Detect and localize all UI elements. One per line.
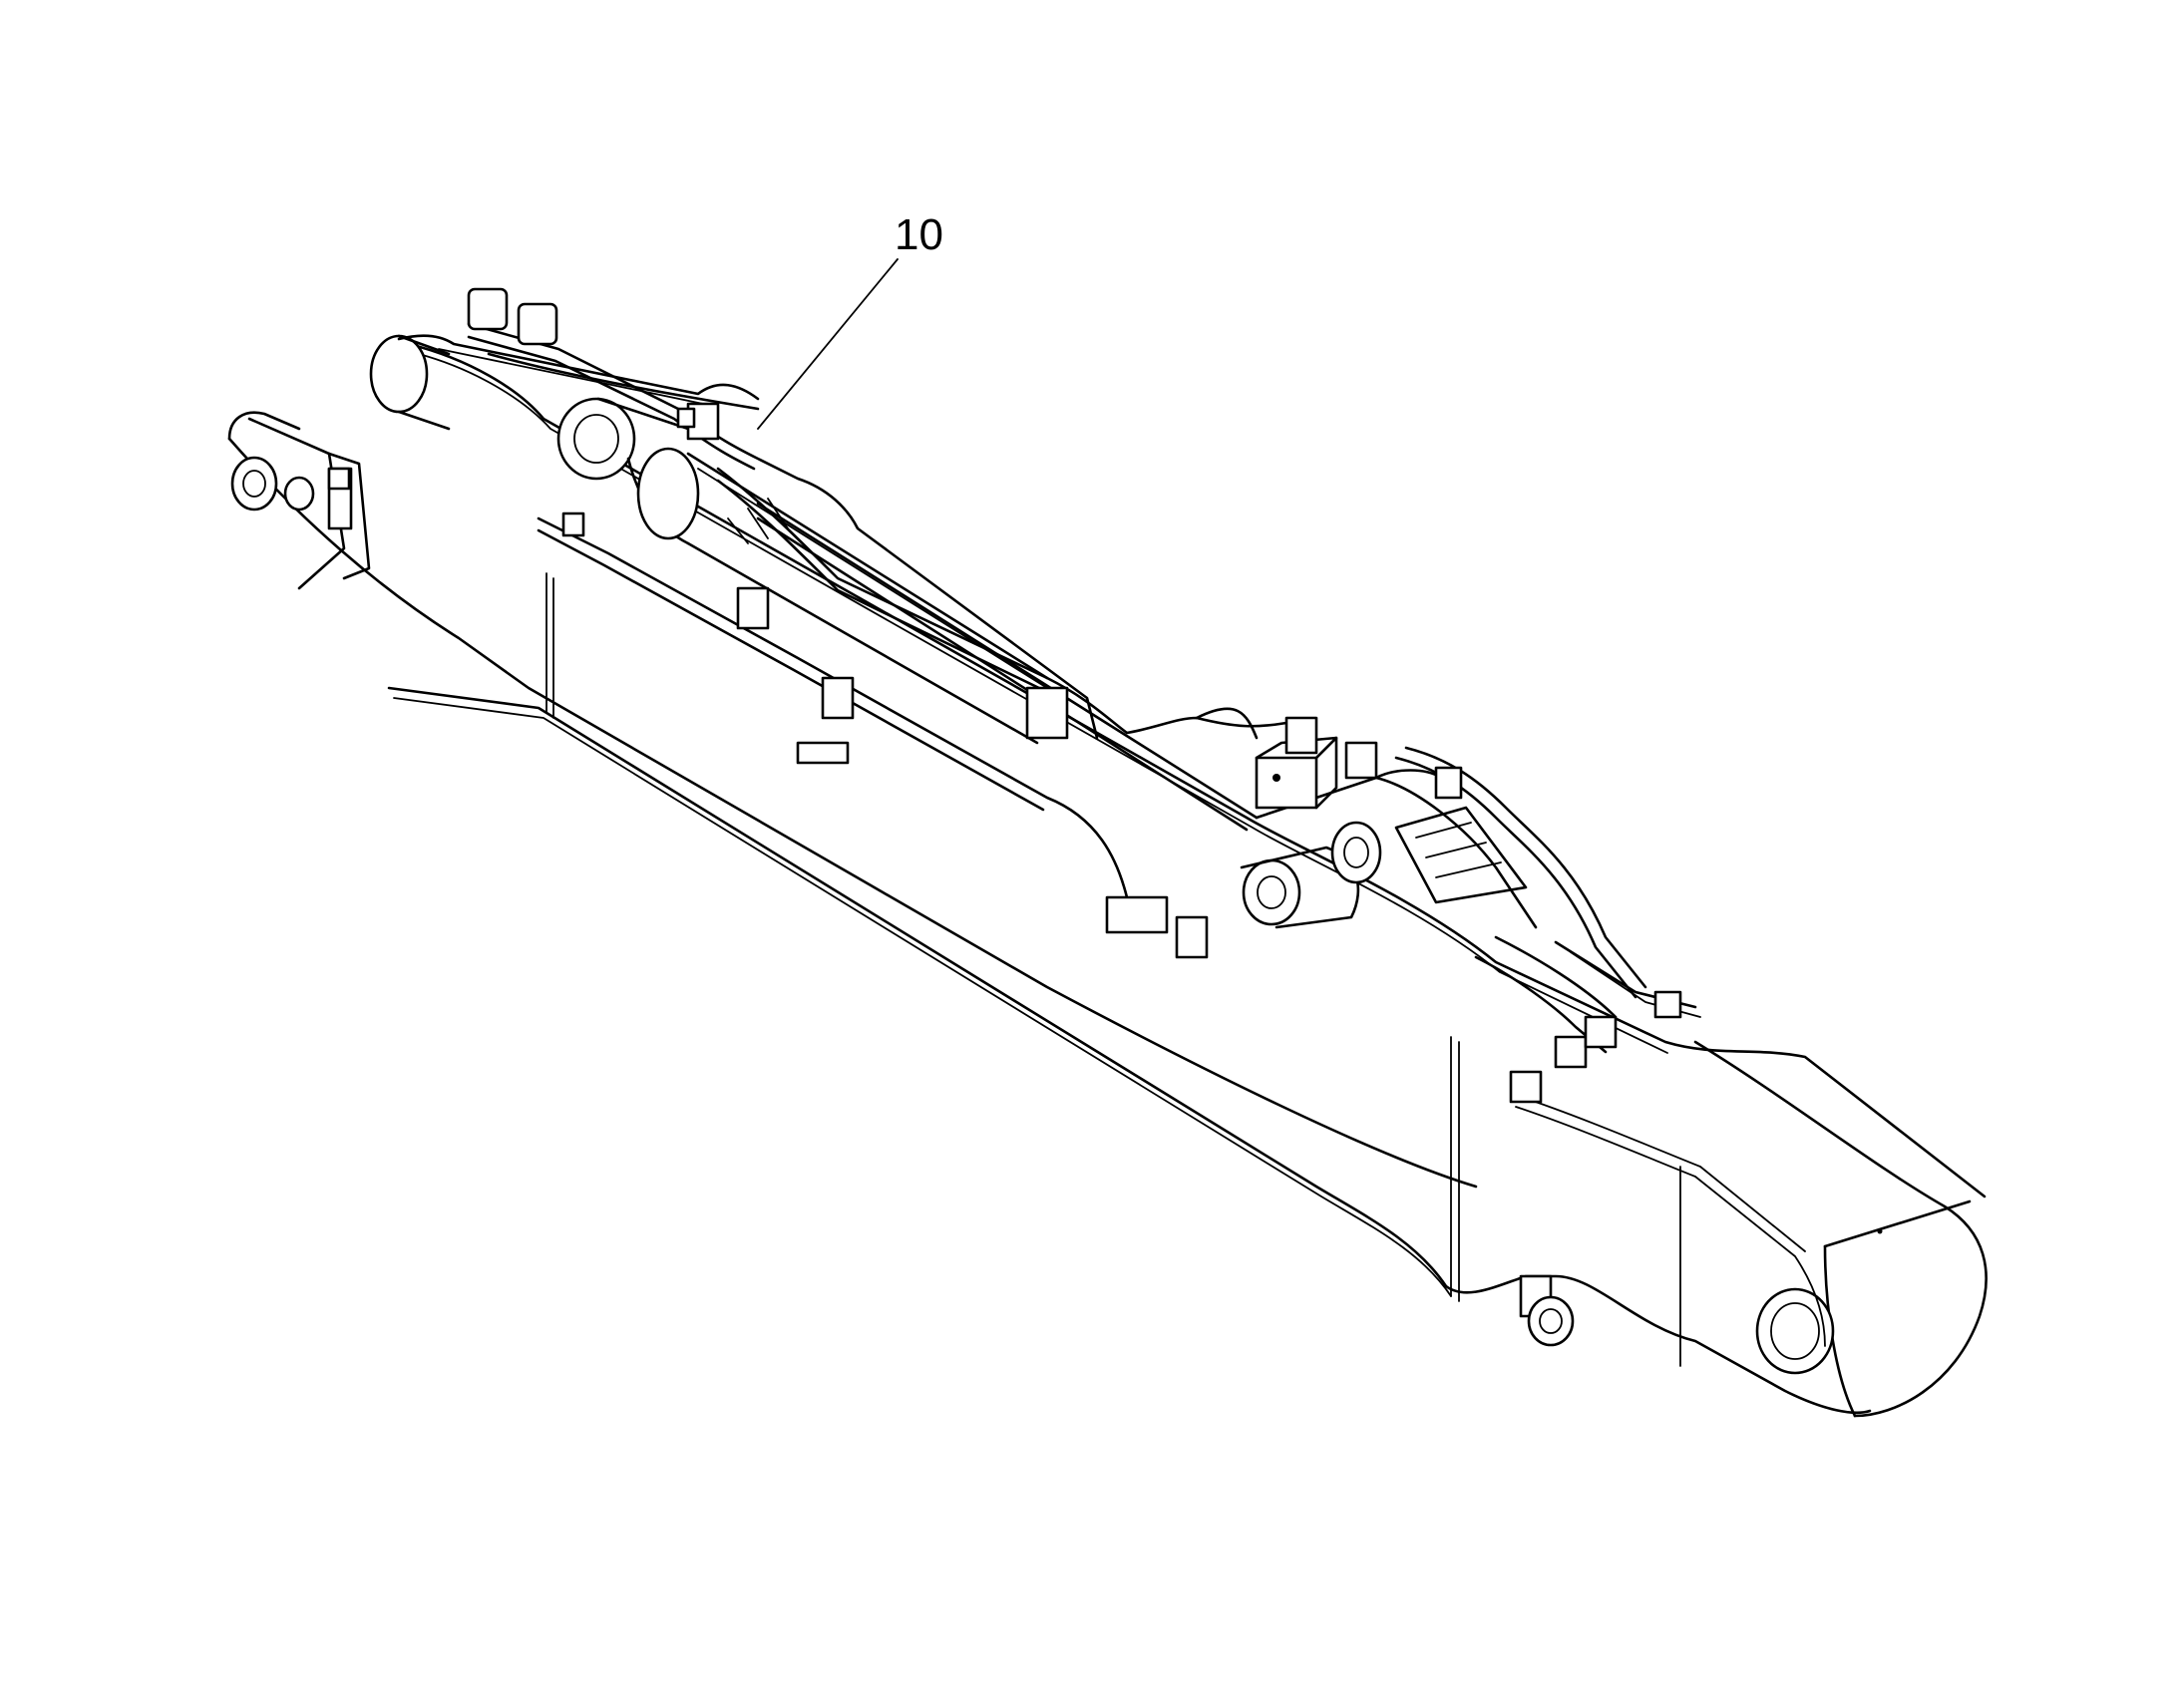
boom-cylinder xyxy=(556,397,1360,929)
callout-10-label: 10 xyxy=(895,210,943,259)
line-clamps xyxy=(327,287,1682,1347)
boom-body xyxy=(227,342,1988,1418)
callout-10-leader xyxy=(757,258,899,430)
callout-10: 10 xyxy=(757,210,943,430)
